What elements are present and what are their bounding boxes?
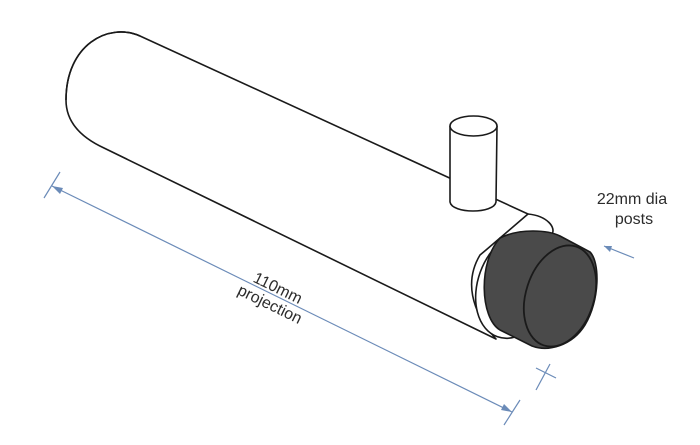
length-dimension-line: [51, 185, 513, 413]
length-extension-start: [43, 171, 61, 199]
arrowhead-start-icon: [52, 186, 63, 194]
length-extension-end: [503, 399, 521, 426]
end-cap: [483, 230, 598, 349]
top-post: [449, 115, 498, 212]
diameter-dimension: [535, 245, 635, 391]
diameter-value: 22mm dia: [597, 191, 667, 208]
diameter-leader-lower: [535, 367, 557, 379]
arrowhead-end-icon: [501, 404, 512, 412]
diameter-tick-lower: [535, 363, 551, 391]
length-dimension: [43, 171, 521, 426]
diameter-description: posts: [615, 211, 653, 228]
cylinder-body: [65, 31, 529, 340]
diameter-label: 22mm dia posts: [597, 191, 667, 228]
diameter-arrow-upper-icon: [604, 246, 612, 252]
length-label: 110mm projection: [235, 270, 305, 328]
